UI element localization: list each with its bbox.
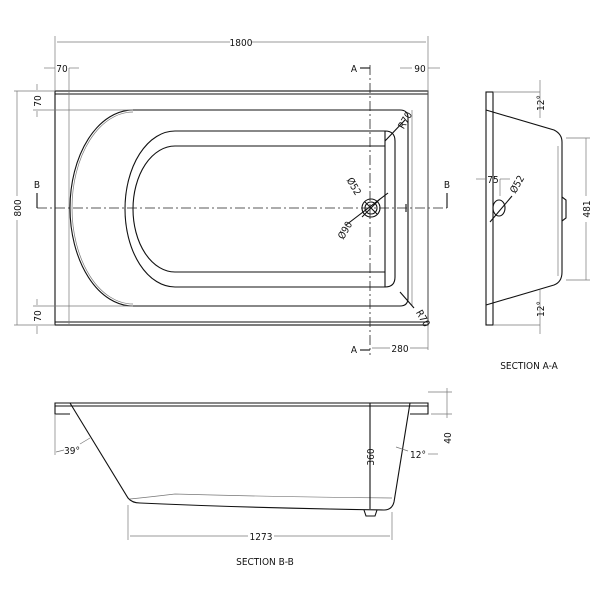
section-bb-title: SECTION B-B: [236, 557, 294, 568]
section-b-label: B: [34, 180, 40, 191]
angle-top-label: 12°: [536, 95, 547, 111]
waste-outer-dia: Ø90: [336, 219, 356, 241]
dim-bottom-rim: 70: [33, 310, 44, 322]
dim-depth: 360: [366, 448, 377, 465]
rim-inner-outline: [69, 109, 409, 307]
radius-bottom-label: R70: [413, 308, 432, 329]
dim-rim-height: 40: [443, 432, 454, 444]
section-b-label: B: [444, 180, 450, 191]
angle-right-label: 12°: [410, 450, 426, 461]
basin-floor-outline: [132, 145, 385, 273]
dim-right-rim: 90: [414, 64, 426, 75]
dim-base-length: 1273: [250, 532, 273, 543]
angle-left-label: 39°: [64, 446, 80, 457]
dim-base-width: 481: [582, 200, 593, 217]
section-a-label: A: [351, 64, 358, 75]
overflow-dia-label: Ø52: [508, 173, 528, 195]
waste-inner-dia: Ø52: [344, 175, 364, 197]
dim-waste-offset: 280: [391, 344, 408, 355]
overflow-hole: [492, 199, 506, 217]
dim-overall-width: 800: [13, 199, 24, 216]
dim-top-rim: 70: [33, 95, 44, 107]
section-aa-title: SECTION A-A: [500, 361, 558, 372]
dim-overflow-offset: 75: [487, 175, 498, 186]
plan-view: B B A A 1800 70 90 800 70 70 280 R70 R70…: [13, 36, 450, 356]
section-bb: 360 40 39° 12° 1273 SECTION B-B: [54, 388, 454, 568]
angle-bottom-label: 12°: [536, 301, 547, 317]
section-a-label: A: [351, 345, 358, 356]
radius-top-label: R70: [397, 110, 416, 131]
basin-outline: [124, 130, 385, 288]
dim-overall-length: 1800: [230, 38, 253, 49]
section-aa: 12° 12° 481 75 Ø52 SECTION A-A: [476, 80, 593, 372]
dim-left-rim: 70: [56, 64, 68, 75]
